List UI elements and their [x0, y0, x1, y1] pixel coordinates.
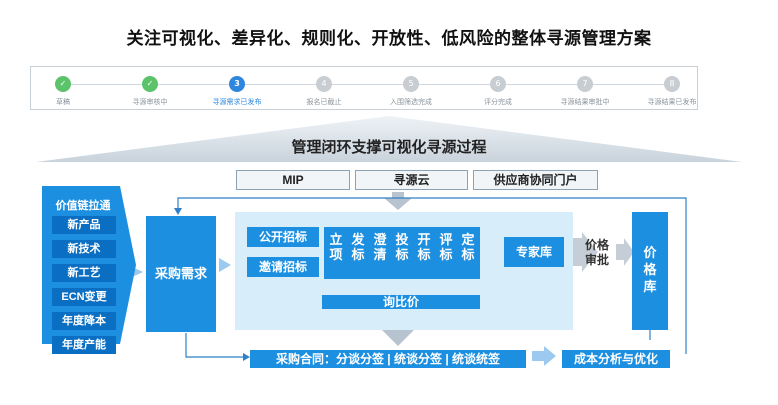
systems-down-arrow	[384, 192, 412, 210]
roof-shape	[36, 116, 742, 162]
procurement-demand-box: 采购需求	[146, 216, 216, 332]
value-chain-item: 年度降本	[52, 312, 116, 330]
expert-pool-box: 专家库	[504, 237, 564, 267]
step-number: 8	[664, 76, 680, 92]
step-label: 寻源结果已发布	[647, 99, 697, 106]
system-supplier-portal: 供应商协同门户	[473, 170, 598, 190]
step-number: 5	[403, 76, 419, 92]
process-step: 澄清	[368, 227, 392, 279]
process-step: 立项	[324, 227, 348, 279]
step-connector	[419, 84, 490, 85]
process-step: 发标	[346, 227, 370, 279]
inquiry-bar: 询比价	[322, 295, 480, 309]
value-chain-item: 新技术	[52, 240, 116, 258]
roof-title: 管理闭环支撑可视化寻源过程	[291, 139, 487, 156]
price-library-box: 价格库	[632, 212, 668, 330]
step-label: 入围筛选完成	[390, 99, 432, 106]
value-chain-item: 年度产能	[52, 336, 116, 354]
step-label: 草稿	[56, 99, 70, 106]
step-number: 3	[229, 76, 245, 92]
system-mip: MIP	[236, 170, 350, 190]
value-chain-item: 新工艺	[52, 264, 116, 282]
step-number: 6	[490, 76, 506, 92]
step-number: 7	[577, 76, 593, 92]
process-step: 定标	[456, 227, 480, 279]
process-step: 开标	[412, 227, 436, 279]
bid-type-public: 公开招标	[247, 227, 319, 247]
step-connector	[332, 84, 403, 85]
value-chain-item: ECN变更	[52, 288, 116, 306]
step-connector	[245, 84, 316, 85]
contract-bar: 采购合同：分谈分签 | 统谈分签 | 统谈统签	[250, 350, 526, 368]
cost-analysis-box: 成本分析与优化	[562, 350, 670, 368]
step-connector	[506, 84, 577, 85]
process-step: 投标	[390, 227, 414, 279]
step-connector	[593, 84, 664, 85]
step-connector	[71, 84, 142, 85]
step-label: 寻源结果审批中	[560, 99, 610, 106]
progress-stepper: ✓ 草稿 ✓ 寻源审核中 3 寻源需求已发布 4 报名已截止 5 入围筛选完成 6 评分完成 7 寻源结果…	[30, 66, 698, 110]
step-label: 评分完成	[484, 99, 512, 106]
check-icon: ✓	[55, 76, 71, 92]
price-approval-label: 价格审批	[584, 238, 609, 267]
step-label: 报名已截止	[306, 99, 342, 106]
step-connector	[158, 84, 229, 85]
page-title: 关注可视化、差异化、规则化、开放性、低风险的整体寻源管理方案	[126, 29, 652, 48]
check-icon: ✓	[142, 76, 158, 92]
value-chain-item: 新产品	[52, 216, 116, 234]
step-number: 4	[316, 76, 332, 92]
system-sourcing-cloud: 寻源云	[355, 170, 468, 190]
step-label: 寻源审核中	[132, 99, 168, 106]
bid-type-invited: 邀请招标	[247, 257, 319, 277]
value-chain-title: 价值链拉通	[55, 200, 111, 212]
step-label: 寻源需求已发布	[212, 99, 262, 106]
process-step: 评标	[434, 227, 458, 279]
